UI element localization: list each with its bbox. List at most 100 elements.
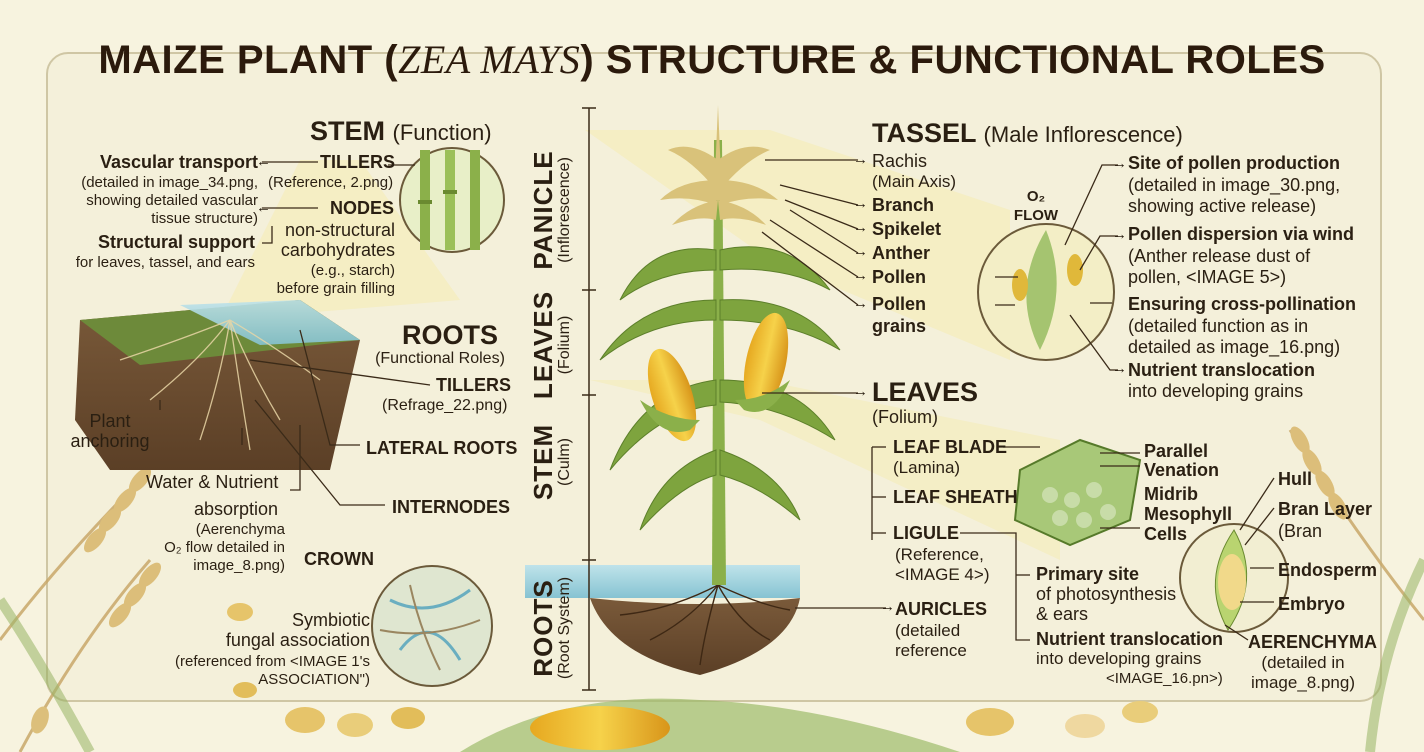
grain-bran-layer-label: Bran Layer [1278, 499, 1373, 519]
water-nutrient-1: Water & Nutrient [146, 472, 279, 492]
roots-heading-sub: (Functional Roles) [375, 350, 505, 367]
aerenchyma-detail-1: (detailed in [1261, 653, 1345, 672]
nutrient-translocation-1: Nutrient translocation [1036, 629, 1224, 649]
wheat-decoration-left [0, 467, 162, 752]
lateral-roots-label: LATERAL ROOTS [366, 438, 518, 458]
side-label-leaves: LEAVES(Folium) [528, 290, 574, 400]
cells-label: Cells [1144, 524, 1188, 544]
tassel-function-1-detail-1: (detailed in image_30.png, [1128, 175, 1341, 195]
arrow-right-icon: → [853, 151, 868, 168]
mesophyll-label: Mesophyll [1144, 504, 1233, 524]
plant-anchoring-2: anchoring [70, 431, 150, 451]
tassel-function-3-detail-1: (detailed function as in [1128, 316, 1309, 336]
stem-tillers-label: TILLERS [320, 152, 395, 172]
leaf-sheath-label: LEAF SHEATH [893, 487, 1018, 507]
fungal-closeup-circle [371, 565, 493, 687]
grain-hull-label: Hull [1278, 469, 1312, 489]
tassel-heading: TASSEL (Male Inflorescence) [872, 118, 1183, 148]
grain-closeup-circle [1179, 523, 1289, 633]
aerenchyma-detail-2: image_8.png) [1251, 673, 1355, 692]
side-label-roots: ROOTS(Root System) [528, 576, 574, 680]
arrow-right-icon: → [853, 195, 868, 212]
maize-plant-illustration [525, 105, 841, 675]
symbiotic-2: fungal association [225, 630, 370, 650]
side-label-stem: STEM(Culm) [528, 423, 574, 501]
tassel-part-main-axis: (Main Axis) [872, 172, 957, 191]
water-nutrient-2: absorption [194, 499, 279, 519]
midrib-label: Midrib [1144, 484, 1198, 504]
stem-closeup-circle [396, 144, 508, 256]
nsc-line-4: before grain filling [276, 280, 395, 297]
grain-bran-label: (Bran [1278, 521, 1323, 541]
plant-anchoring-1: Plant [89, 411, 131, 431]
internodes-label: INTERNODES [392, 497, 511, 517]
roots-heading: ROOTS [401, 320, 498, 350]
symbiotic-3: (referenced from <IMAGE 1's [174, 653, 370, 670]
arrow-right-icon: → [1112, 226, 1127, 243]
tassel-function-3: Ensuring cross-pollination [1128, 294, 1357, 314]
o2-label: O₂ [1026, 188, 1046, 205]
side-label-panicle: PANICLE(Inflorescence) [528, 150, 574, 270]
stem-heading: STEM (Function) [310, 116, 492, 146]
nsc-line-1: non-structural [284, 220, 395, 240]
ligule-ref-1: (Reference, [895, 545, 984, 564]
beam-stem [220, 160, 460, 320]
bracket-ruler [582, 107, 596, 691]
structural-support-label: Structural support [97, 232, 255, 252]
tassel-part-anther: Anther [872, 243, 930, 263]
aerenchyma-label: AERENCHYMA [1248, 632, 1378, 652]
nutrient-translocation-2: into developing grains [1036, 649, 1202, 668]
vascular-detail-1: (detailed in image_34.png, [81, 174, 258, 191]
tassel-function-4: Nutrient translocation [1128, 360, 1316, 380]
symbiotic-1: Symbiotic [291, 610, 370, 630]
arrow-right-icon: → [853, 219, 868, 236]
beam-leaves [590, 380, 1060, 560]
tassel-function-2-detail-2: pollen, <IMAGE 5>) [1128, 267, 1287, 287]
leaf-blade-label: LEAF BLADE [893, 437, 1007, 457]
leaves-heading: LEAVES [872, 377, 979, 407]
stem-tillers-ref: (Reference, 2.png) [268, 174, 394, 191]
tassel-function-1: Site of pollen production [1128, 153, 1340, 173]
primary-site-2: of photosynthesis [1036, 584, 1177, 604]
auricles-label: AURICLES [895, 599, 988, 619]
ligule-ref-2: <IMAGE 4>) [895, 565, 990, 584]
auricles-detail-2: reference [895, 641, 967, 660]
roots-tillers-label: TILLERS [436, 375, 511, 395]
arrow-right-icon: → [853, 243, 868, 260]
arrow-right-icon: → [853, 383, 868, 400]
leader-lines [159, 159, 1275, 641]
leaves-heading-sub: (Folium) [872, 407, 938, 427]
tassel-function-2-detail-1: (Anther release dust of [1128, 246, 1311, 266]
arrow-left-icon: ← [256, 153, 271, 170]
tassel-function-1-detail-2: showing active release) [1128, 196, 1317, 216]
nodes-label: NODES [330, 198, 395, 218]
tassel-part-spikelet: Spikelet [872, 219, 942, 239]
primary-site-3: & ears [1036, 604, 1089, 624]
nsc-line-3: (e.g., starch) [310, 262, 395, 279]
grain-endosperm-label: Endosperm [1278, 560, 1378, 580]
arrow-left-icon: ← [256, 199, 271, 216]
wheat-decoration-right [1288, 426, 1424, 752]
roots-tillers-ref: (Refrage_22.png) [382, 397, 508, 414]
arrow-right-icon: → [880, 598, 895, 615]
tassel-closeup-circle [974, 220, 1118, 364]
nsc-line-2: carbohydrates [280, 240, 395, 260]
flow-label: FLOW [1013, 207, 1059, 224]
water-nutrient-5: image_8.png) [193, 557, 285, 574]
nutrient-translocation-3: <IMAGE_16.pn>) [1106, 670, 1223, 687]
root-soil-block [75, 300, 360, 470]
water-nutrient-3: (Aerenchyma [195, 521, 285, 538]
bottom-decoration [227, 603, 1158, 752]
venation-label: Venation [1144, 460, 1220, 480]
tassel-function-3-detail-2: detailed as image_16.png) [1128, 337, 1341, 357]
tassel-part-pollen-grains-1: Pollen [872, 294, 927, 314]
page-title: MAIZE PLANT (ZEA MAYS) STRUCTURE & FUNCT… [98, 37, 1326, 82]
ligule-label: LIGULE [893, 523, 959, 543]
tassel-part-rachis: Rachis [872, 151, 928, 171]
parallel-label: Parallel [1144, 441, 1209, 461]
symbiotic-4: ASSOCIATION") [258, 671, 370, 688]
arrow-right-icon: → [1112, 155, 1127, 172]
structural-detail: for leaves, tassel, and ears [75, 254, 255, 271]
water-nutrient-4: O₂ flow detailed in [164, 539, 285, 556]
